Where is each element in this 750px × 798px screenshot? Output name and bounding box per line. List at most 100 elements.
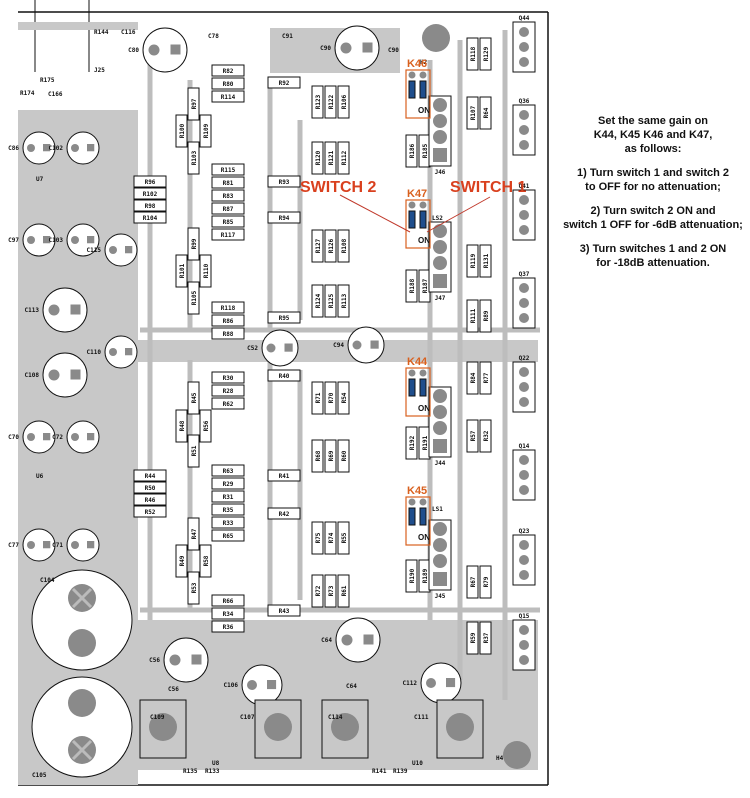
resistor-r118: R118 bbox=[466, 37, 479, 71]
dip-lever-switch2[interactable] bbox=[408, 210, 416, 229]
resistor-r187: R187 bbox=[418, 269, 431, 303]
capacitor-label: C108 bbox=[25, 372, 40, 379]
component-label: C107 bbox=[240, 714, 255, 721]
capacitor-c110: C110 bbox=[87, 335, 138, 369]
dip-on-label: ON bbox=[418, 533, 430, 542]
dip-lever-switch2[interactable] bbox=[408, 80, 416, 99]
component-label: H2 bbox=[420, 59, 428, 66]
resistor-r79: R79 bbox=[479, 565, 492, 599]
resistor-r86: R86 bbox=[211, 314, 245, 327]
transistor-q37: Q37 bbox=[512, 271, 536, 329]
resistor-r93: R93 bbox=[267, 175, 301, 188]
resistor-r123: R123 bbox=[311, 85, 324, 119]
resistor-r122: R122 bbox=[324, 85, 337, 119]
resistor-r55: R55 bbox=[337, 521, 350, 555]
resistor-r189: R189 bbox=[418, 559, 431, 593]
resistor-label: R79 bbox=[483, 576, 490, 587]
resistor-label: R43 bbox=[279, 608, 290, 615]
resistor-label: R40 bbox=[279, 373, 290, 380]
resistors: R82R80R114R115R81R83R87R85R117R118R86R88… bbox=[133, 37, 492, 655]
resistor-r113: R113 bbox=[337, 284, 350, 318]
resistor-r49: R49 bbox=[175, 544, 188, 578]
component-label: C91 bbox=[282, 33, 293, 40]
instructions-panel: Set the same gain on K44, K45 K46 and K4… bbox=[556, 114, 750, 280]
transistor-q15: Q15 bbox=[512, 613, 536, 671]
dip-on-label: ON bbox=[418, 106, 430, 115]
dip-lever-switch2[interactable] bbox=[408, 507, 416, 526]
component-label: R139 bbox=[393, 768, 408, 775]
component-label: C56 bbox=[168, 686, 179, 693]
capacitor-c103: C103 bbox=[49, 223, 100, 257]
dip-on-label: ON bbox=[418, 236, 430, 245]
capacitor-c56: C56 bbox=[149, 637, 209, 683]
dip-pin bbox=[408, 369, 416, 377]
resistor-label: R119 bbox=[470, 253, 477, 268]
resistor-label: R56 bbox=[203, 420, 210, 431]
resistor-label: R191 bbox=[422, 435, 429, 450]
capacitor-c97: C97 bbox=[8, 223, 56, 257]
dip-pin bbox=[419, 201, 427, 209]
component-label: U10 bbox=[412, 760, 423, 767]
resistor-label: R126 bbox=[328, 238, 335, 253]
resistor-r48: R48 bbox=[175, 409, 188, 443]
resistor-label: R86 bbox=[223, 318, 234, 325]
component-label: R133 bbox=[205, 768, 220, 775]
resistor-label: R47 bbox=[191, 528, 198, 539]
connector-j45: J45 bbox=[428, 519, 452, 600]
dip-lever-switch1[interactable] bbox=[419, 80, 427, 99]
connector-j44: J44 bbox=[428, 386, 452, 467]
resistor-r127: R127 bbox=[311, 229, 324, 263]
dip-lever-switch1[interactable] bbox=[419, 507, 427, 526]
resistor-r41: R41 bbox=[267, 469, 301, 482]
transistor-q22: Q22 bbox=[512, 355, 536, 413]
transistor-label: Q41 bbox=[519, 183, 530, 190]
resistor-label: R55 bbox=[341, 532, 348, 543]
resistor-label: R120 bbox=[315, 150, 322, 165]
resistor-label: R114 bbox=[221, 94, 236, 101]
resistor-label: R106 bbox=[341, 94, 348, 109]
dip-lever-switch1[interactable] bbox=[419, 378, 427, 397]
transistor-q36: Q36 bbox=[512, 98, 536, 156]
dip-lever-switch1[interactable] bbox=[419, 210, 427, 229]
instruction-step-1: 1) Turn switch 1 and switch 2 to OFF for… bbox=[577, 167, 729, 193]
resistor-label: R83 bbox=[223, 193, 234, 200]
component-label: C116 bbox=[121, 29, 136, 36]
component-label: C114 bbox=[328, 714, 343, 721]
dip-switch-label: K45 bbox=[407, 485, 427, 497]
resistor-r57: R57 bbox=[466, 419, 479, 453]
capacitor-c113: C113 bbox=[25, 287, 88, 333]
resistor-r107: R107 bbox=[466, 96, 479, 130]
resistor-label: R125 bbox=[328, 293, 335, 308]
component-label: C90 bbox=[388, 47, 399, 54]
resistor-label: R77 bbox=[483, 372, 490, 383]
component-label: R175 bbox=[40, 77, 55, 84]
resistor-r75: R75 bbox=[311, 521, 324, 555]
resistor-label: R67 bbox=[470, 576, 477, 587]
resistor-r32: R32 bbox=[479, 419, 492, 453]
dip-switch-label: K44 bbox=[407, 356, 428, 368]
resistor-label: R61 bbox=[341, 585, 348, 596]
capacitor-label: C72 bbox=[52, 434, 63, 441]
transistor-q44: Q44 bbox=[512, 15, 536, 73]
resistor-r65: R65 bbox=[211, 529, 245, 542]
component-label: R144 bbox=[94, 29, 109, 36]
instruction-step-2: 2) Turn switch 2 ON and switch 1 OFF for… bbox=[563, 205, 743, 231]
resistor-r69: R69 bbox=[324, 439, 337, 473]
instructions-heading: Set the same gain on K44, K45 K46 and K4… bbox=[593, 115, 713, 155]
resistor-r68: R68 bbox=[311, 439, 324, 473]
capacitor-c52: C52 bbox=[247, 329, 299, 367]
dip-lever-switch2[interactable] bbox=[408, 378, 416, 397]
resistor-r46: R46 bbox=[133, 493, 167, 506]
resistor-r119: R119 bbox=[466, 244, 479, 278]
connector-label: J44 bbox=[435, 460, 446, 467]
resistor-label: R123 bbox=[315, 94, 322, 109]
resistor-label: R92 bbox=[279, 80, 290, 87]
resistor-r62: R62 bbox=[211, 397, 245, 410]
resistor-label: R117 bbox=[221, 232, 236, 239]
resistor-label: R74 bbox=[328, 532, 335, 543]
resistor-r95: R95 bbox=[267, 311, 301, 324]
